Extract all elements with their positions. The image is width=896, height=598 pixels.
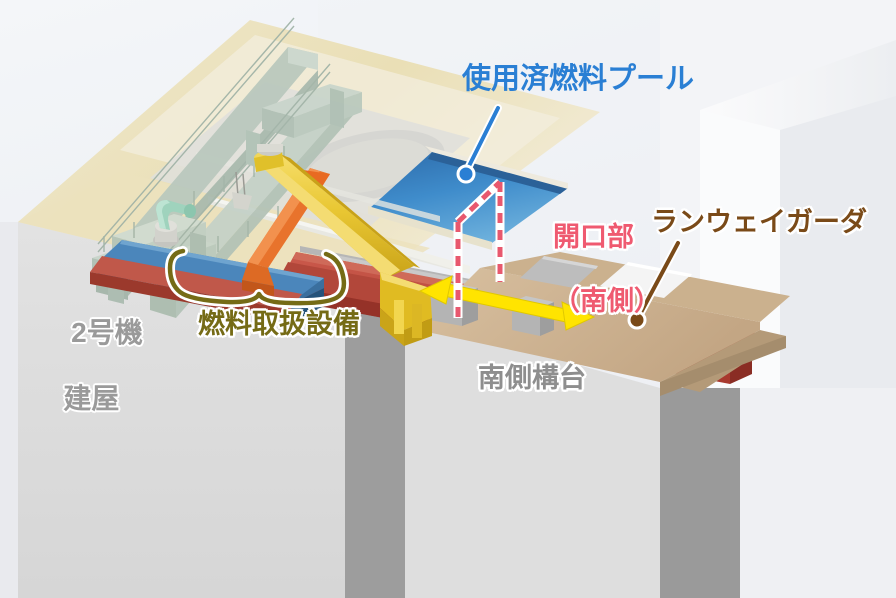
brace-fuel-handling-equipment <box>165 246 349 309</box>
fuel-handling-equipment <box>90 144 432 346</box>
hook-block <box>232 192 252 210</box>
travel-direction-arrow <box>418 275 596 331</box>
leader-spent-fuel-pool <box>456 104 502 184</box>
hook-detail <box>235 171 246 199</box>
mint-manipulator-arm <box>153 200 196 247</box>
yellow-boom <box>254 144 432 346</box>
opening-marker-dashed <box>453 178 505 318</box>
leader-runway-girder <box>627 239 682 330</box>
